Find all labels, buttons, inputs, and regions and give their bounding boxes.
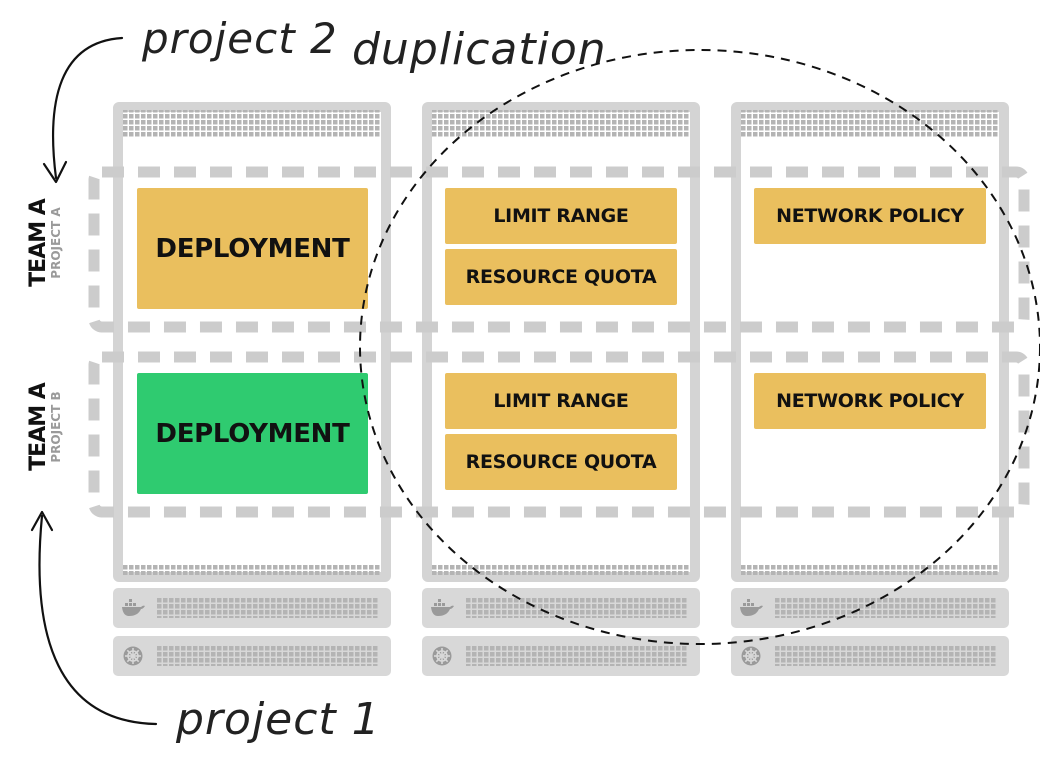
kubelet-layer-node-1: [113, 636, 391, 676]
docker-grille: [157, 598, 379, 618]
node-2-top-vent: [432, 110, 690, 138]
kubelet-grille: [157, 646, 379, 666]
docker-whale-icon: [740, 599, 763, 616]
network-policy-project-b: NETWORK POLICY: [754, 373, 986, 429]
node-1: [113, 102, 391, 582]
node-3-bottom-vent: [741, 565, 999, 575]
deployment-project-a: DEPLOYMENT: [137, 188, 368, 309]
limit-range-project-a: LIMIT RANGE: [445, 188, 677, 244]
kubelet-grille: [775, 646, 997, 666]
kubernetes-helm-icon: [741, 646, 761, 666]
annotation-duplication: duplication: [352, 24, 607, 75]
kubernetes-helm-icon: [123, 646, 143, 666]
limit-range-project-b: LIMIT RANGE: [445, 373, 677, 429]
kubelet-grille: [466, 646, 688, 666]
docker-whale-icon: [122, 599, 145, 616]
node-1-top-vent: [123, 110, 381, 138]
kubelet-layer-node-2: [422, 636, 700, 676]
node-1-bottom-vent: [123, 565, 381, 575]
docker-layer-node-2: [422, 588, 700, 628]
docker-grille: [775, 598, 997, 618]
network-policy-project-a: NETWORK POLICY: [754, 188, 986, 244]
resource-quota-project-b: RESOURCE QUOTA: [445, 434, 677, 490]
node-2-bottom-vent: [432, 565, 690, 575]
node-2: [422, 102, 700, 582]
docker-whale-icon: [431, 599, 454, 616]
kubernetes-helm-icon: [432, 646, 452, 666]
project-label: PROJECT A: [49, 207, 63, 279]
arrow-project-2: [51, 36, 124, 180]
annotation-project-2: project 2: [142, 14, 338, 63]
docker-layer-node-3: [731, 588, 1009, 628]
arrow-head-project-1: [30, 510, 54, 532]
row-label-project-a: TEAM A PROJECT A: [26, 173, 63, 313]
node-3-top-vent: [741, 110, 999, 138]
deployment-project-b: DEPLOYMENT: [137, 373, 368, 494]
node-3: [731, 102, 1009, 582]
row-label-project-b: TEAM A PROJECT B: [26, 357, 63, 497]
docker-grille: [466, 598, 688, 618]
team-label: TEAM A: [26, 383, 51, 471]
annotation-project-1: project 1: [176, 694, 381, 745]
docker-layer-node-1: [113, 588, 391, 628]
resource-quota-project-a: RESOURCE QUOTA: [445, 249, 677, 305]
project-label: PROJECT B: [49, 391, 63, 463]
team-label: TEAM A: [26, 199, 51, 287]
kubelet-layer-node-3: [731, 636, 1009, 676]
